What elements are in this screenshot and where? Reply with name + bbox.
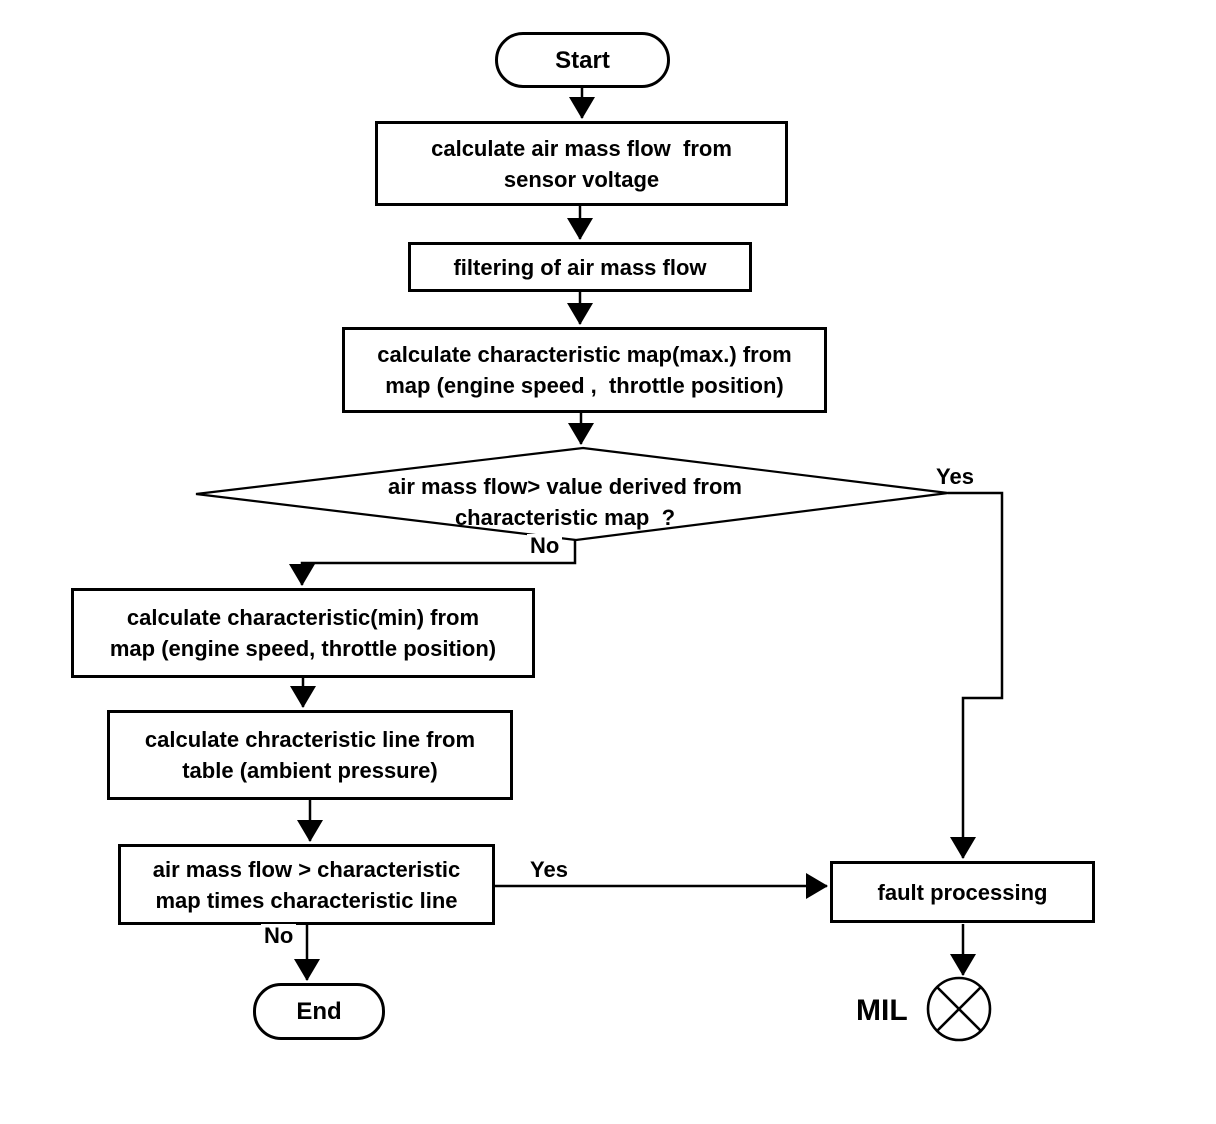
node-filtering: filtering of air mass flow: [408, 242, 752, 292]
node-compare-line-label: air mass flow > characteristic map times…: [152, 856, 461, 913]
node-compare-line: air mass flow > characteristic map times…: [118, 844, 495, 925]
node-calc-air-mass-flow: calculate air mass flow from sensor volt…: [375, 121, 788, 206]
node-calc-char-line-label: calculate chracteristic line from table …: [144, 727, 476, 783]
mil-lamp-icon: [926, 976, 992, 1042]
node-fault-processing: fault processing: [830, 861, 1095, 923]
node-fault-processing-label: fault processing: [877, 879, 1048, 905]
edge-label-decision-map-no: No: [527, 534, 563, 558]
edge-label-decision-map-yes: Yes: [933, 465, 977, 489]
mil-lamp-label: MIL: [856, 994, 908, 1027]
edge-label-compare-line-yes: Yes: [527, 858, 571, 882]
node-end-label: End: [296, 998, 342, 1025]
edge-label-compare-line-no: No: [261, 924, 297, 948]
node-calc-char-line: calculate chracteristic line from table …: [107, 710, 513, 800]
node-decision-map: air mass flow> value derived from charac…: [332, 470, 798, 534]
node-calc-char-min-label: calculate characteristic(min) from map (…: [109, 605, 497, 661]
node-decision-map-label: air mass flow> value derived from charac…: [388, 474, 742, 530]
node-start-label: Start: [555, 46, 610, 74]
node-end: End: [253, 983, 385, 1040]
node-calc-char-map-max-label: calculate characteristic map(max.) from …: [377, 342, 792, 398]
edge-decision-yes: [948, 491, 1004, 859]
node-calc-char-min: calculate characteristic(min) from map (…: [71, 588, 535, 678]
edge-decision-no: [289, 540, 577, 586]
node-calc-char-map-max: calculate characteristic map(max.) from …: [342, 327, 827, 413]
node-calc-air-mass-flow-label: calculate air mass flow from sensor volt…: [431, 135, 732, 192]
node-start: Start: [495, 32, 670, 88]
node-filtering-label: filtering of air mass flow: [453, 254, 707, 280]
